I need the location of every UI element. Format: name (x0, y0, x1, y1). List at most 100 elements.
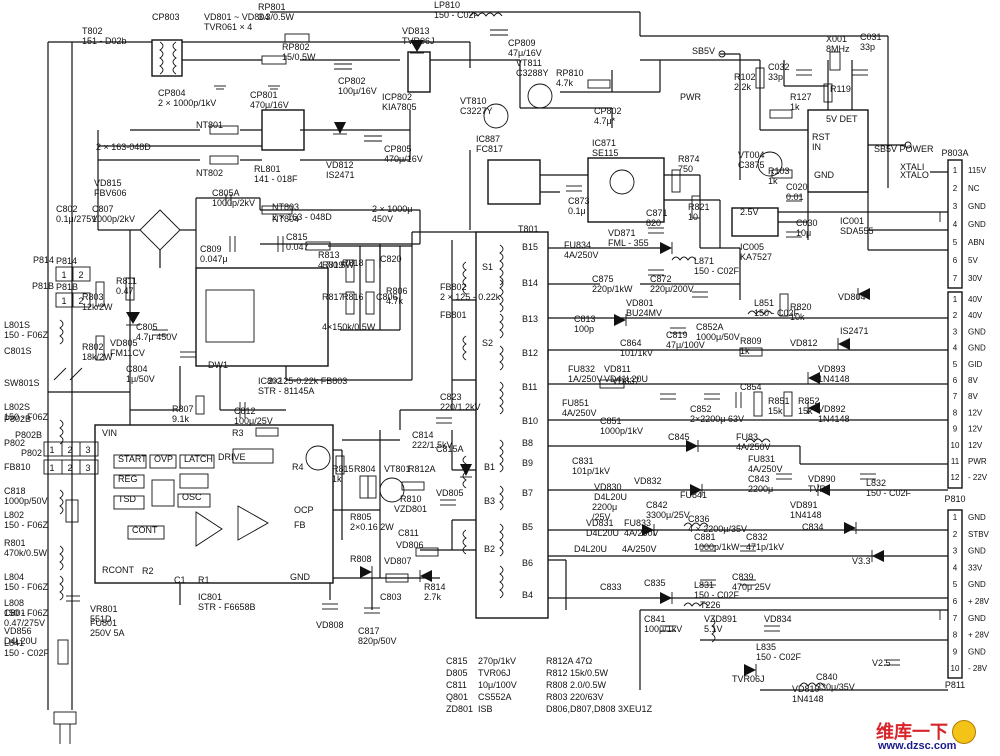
pin-number: 7 (953, 614, 958, 623)
component-ref: VD815 (94, 178, 122, 188)
component-ref: OSC (182, 492, 202, 502)
component-ref: VD810 (792, 684, 820, 694)
component-ref: OVP (154, 454, 173, 464)
winding-label: B11 (522, 382, 537, 392)
ff1-block (151, 479, 175, 507)
pin-number: 2 (953, 530, 958, 539)
component-value: BU24MV (626, 308, 662, 318)
component-ref: P814 (56, 256, 77, 266)
component-value: 2×2200μ 63V (690, 414, 744, 424)
component-ref: IS2471 (840, 326, 869, 336)
component-value: 8MHz (826, 44, 850, 54)
component-ref: R816 (342, 292, 364, 302)
component-ref: R810 (400, 494, 422, 504)
pin-signal: + 28V (968, 631, 990, 640)
component-ref: C815 (286, 232, 308, 242)
component-ref: VD892 (818, 404, 846, 414)
winding-label: B6 (522, 558, 533, 568)
mascot-icon (952, 720, 976, 744)
component-value: 10μ (796, 228, 811, 238)
component-ref: T226 (700, 600, 721, 610)
component-ref: LATCH (184, 454, 213, 464)
component-value: 1000μ/50V (696, 332, 740, 342)
component-value: 150 - C02F (4, 648, 50, 658)
component-value: 1k (790, 102, 800, 112)
component-ref: TVR06J (732, 674, 765, 684)
component-ref: C817 (358, 626, 380, 636)
component-ref: C815A (436, 444, 464, 454)
symbols (53, 12, 941, 744)
component-value: 141 - 018F (254, 174, 298, 184)
component-value: TVR (808, 484, 827, 494)
winding-label: B1 (484, 462, 495, 472)
component-ref: L804 (4, 572, 24, 582)
component-ref: CONT (132, 525, 158, 535)
note-extra: R808 2.0/0.5W (546, 680, 607, 690)
component-ref: VT810 (460, 96, 487, 106)
pin-number: 1 (49, 463, 54, 473)
pin-signal: 115V (968, 166, 987, 175)
component-ref: SB5V (692, 46, 715, 56)
component-value: 150 - F06Z (4, 330, 49, 340)
component-value: 4A/250V (562, 408, 597, 418)
component-value: 1000p/50V (4, 496, 48, 506)
component-value: C3288Y (516, 68, 549, 78)
note-ref: ZD801 (446, 704, 473, 714)
pin-signal: 8V (968, 376, 978, 385)
component-value: IS2471 (326, 170, 355, 180)
note-extra: R812A 47Ω (546, 656, 593, 666)
pin-number: 7 (953, 274, 958, 283)
component-ref: VD812 (790, 338, 818, 348)
note-value: TVR06J (478, 668, 511, 678)
component-ref: T801 (518, 224, 539, 234)
component-ref: LP810 (434, 0, 460, 10)
component-ref: C881 (694, 532, 716, 542)
component-value: 15k (768, 406, 783, 416)
component-ref: FU801 (90, 618, 117, 628)
component-ref: VD812 (326, 160, 354, 170)
component-ref: C842 (646, 500, 668, 510)
component-ref: SW801S (4, 378, 40, 388)
winding-label: B13 (522, 314, 538, 324)
pin-signal: 33V (968, 563, 983, 572)
component-value: 47μ/16V (508, 48, 542, 58)
pin-signal: 30V (968, 274, 983, 283)
component-value: 33p (768, 72, 783, 82)
component-ref: T802 (82, 26, 103, 36)
component-value: 470μ/16V (384, 154, 423, 164)
pin-number: 8 (953, 631, 958, 640)
pin-signal: GID (968, 360, 982, 369)
component-ref: C839 (732, 572, 754, 582)
component-value: 2200μ (748, 484, 773, 494)
winding-label: B7 (522, 488, 533, 498)
pin-number: 1 (61, 296, 66, 306)
component-ref: FB (294, 520, 306, 530)
start-block (113, 454, 147, 469)
component-ref: R811 (116, 276, 137, 286)
winding-label: B15 (522, 242, 538, 252)
component-ref: CP802 (594, 106, 622, 116)
component-value: 150 - F06Z (4, 520, 49, 530)
pin-number: 1 (953, 166, 958, 175)
pin-number: 1 (953, 513, 958, 522)
component-value: 0.1μ (568, 206, 586, 216)
component-ref: C872 (650, 274, 672, 284)
component-value: 150 - F06Z (4, 582, 49, 592)
note-ref: C815 (446, 656, 468, 666)
component-value: 1N4148 (818, 414, 850, 424)
component-ref: C803 (380, 592, 402, 602)
ic802-box (195, 267, 329, 367)
component-ref: L802S (4, 402, 30, 412)
osc-block (177, 493, 211, 508)
winding-label: B3 (484, 496, 495, 506)
p802b-body (43, 441, 99, 457)
component-ref: C818 (4, 486, 26, 496)
pin-number: 2 (78, 270, 83, 280)
component-ref: RP810 (556, 68, 584, 78)
component-ref: IC001 (840, 216, 864, 226)
connector-name: P81B (32, 281, 54, 291)
